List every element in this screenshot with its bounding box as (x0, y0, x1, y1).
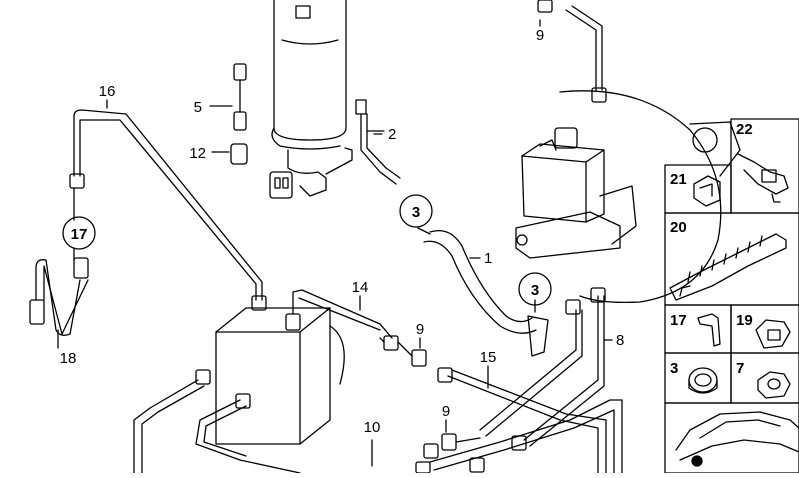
label-12: 12 (189, 145, 206, 162)
panel-label-7: 7 (736, 360, 744, 377)
label-15: 15 (480, 349, 497, 366)
label-2: 2 (388, 126, 396, 143)
booster-pipe (537, 0, 607, 103)
sensor-connector (269, 147, 353, 199)
label-1: 1 (484, 250, 492, 267)
clip-19-icon (755, 319, 791, 349)
label-9-top: 9 (536, 27, 544, 44)
part-16-pipe (69, 109, 267, 311)
brake-booster (559, 90, 741, 304)
location-dot (691, 455, 703, 467)
label-8: 8 (616, 332, 624, 349)
callout-circle-3b (518, 272, 552, 306)
part-12-nut (211, 143, 248, 165)
label-9-mid: 9 (416, 321, 424, 338)
holder-20-icon (669, 233, 787, 301)
bracket-22-icon (737, 153, 789, 203)
hydraulic-unit (215, 289, 393, 445)
master-cylinder (515, 127, 637, 259)
label-17: 17 (71, 226, 88, 243)
part-5-fitting (209, 63, 247, 131)
label-9-low: 9 (442, 403, 450, 420)
callout-circle-17 (62, 216, 96, 250)
car-silhouette-icon (675, 411, 799, 461)
clip-21-icon (693, 175, 721, 207)
leader-lines (57, 19, 613, 467)
panel-label-19: 19 (736, 312, 753, 329)
part-18-hose (29, 257, 89, 336)
part-2-pipe (355, 99, 401, 185)
label-3a: 3 (412, 204, 420, 221)
label-10: 10 (364, 419, 381, 436)
label-18: 18 (60, 350, 77, 367)
ring-3-icon (688, 367, 718, 394)
bracket-17-icon (697, 313, 721, 347)
panel-label-22: 22 (736, 121, 753, 138)
panel-label-21: 21 (670, 171, 687, 188)
label-16: 16 (99, 83, 116, 100)
label-5: 5 (194, 99, 202, 116)
legend-panel (664, 118, 799, 474)
part-1-hose (423, 229, 549, 357)
callout-labels: 16 5 12 2 3 1 3 9 8 17 18 14 9 15 9 10 (60, 27, 625, 436)
panel-label-17: 17 (670, 312, 687, 329)
panel-labels: 22 21 20 17 19 3 7 (670, 121, 753, 377)
panel-label-3: 3 (670, 360, 678, 377)
accumulator (271, 0, 347, 150)
label-14: 14 (352, 279, 369, 296)
callout-circle-3a (399, 194, 433, 228)
lower-pipes (133, 287, 623, 474)
panel-label-20: 20 (670, 219, 687, 236)
label-3b: 3 (531, 282, 539, 299)
clip-7-icon (757, 371, 791, 399)
